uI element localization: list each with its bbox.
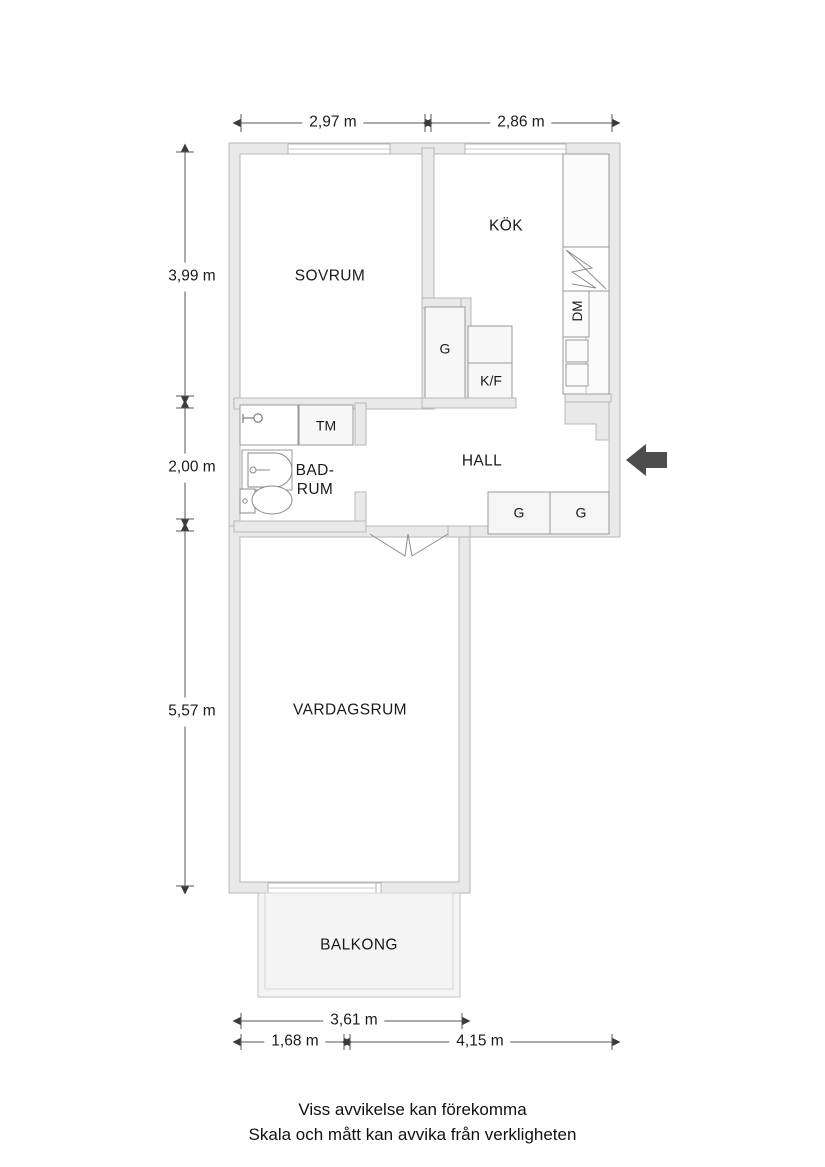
interior-wall-badrum-bottom [233,520,367,533]
wall-kitchen-counter-base [564,393,612,403]
window-kok [464,143,567,155]
fixtures-geometry [239,153,610,535]
garderob-hall-1-box [487,491,551,535]
outer-wall-lower [228,525,471,894]
toalett-cistern-knob-icon [242,498,248,504]
disclaimer-line-2: Skala och mått kan avvika från verklighe… [248,1124,577,1144]
interior-wall-badrum-right-upper [354,402,367,446]
wall-step-kitchen-hall [564,397,610,441]
entrance-arrow [626,444,667,476]
shower-mixer-icon [242,413,263,423]
kitchen-base-strip [421,397,517,409]
disclaimer-note: Viss avvikelse kan förekomma Skala och m… [0,1098,825,1147]
dim-left-3 [176,522,194,895]
dim-top-left [232,114,434,132]
dim-bottom-a [232,1034,353,1050]
dim-bottom-total [232,1013,471,1029]
kitchen-drawer-2 [565,363,589,387]
doors [369,533,449,557]
dim-left-1 [176,143,194,405]
balkong-inner [264,892,454,990]
windows [267,143,567,894]
door-hall-vardagsrum-right [407,533,449,557]
sink-icon [565,249,607,290]
interior-wall-hall-vardagsrum [447,525,471,538]
garderob-kok-box [424,306,466,399]
kf-box-upper [467,325,513,364]
window-sovrum [287,143,391,155]
window-balkongdorr [267,882,382,894]
kitchen-drawer-1 [565,339,589,363]
toalett-icon [251,485,293,515]
dusch-box [239,404,299,446]
garderob-hall-2-box [549,491,610,535]
kitchen-upper-cabinet [562,153,610,248]
disclaimer-line-1: Viss avvikelse kan förekomma [298,1100,527,1119]
tvattmaskin-box [298,404,354,446]
dim-bottom-b [341,1034,621,1050]
dim-top-right [422,114,621,132]
dim-left-2 [176,399,194,528]
door-hall-vardagsrum-left [369,533,409,557]
kyl-frys-box [467,362,513,399]
diskmaskin-box [562,290,590,338]
balkong-geometry [257,892,461,998]
